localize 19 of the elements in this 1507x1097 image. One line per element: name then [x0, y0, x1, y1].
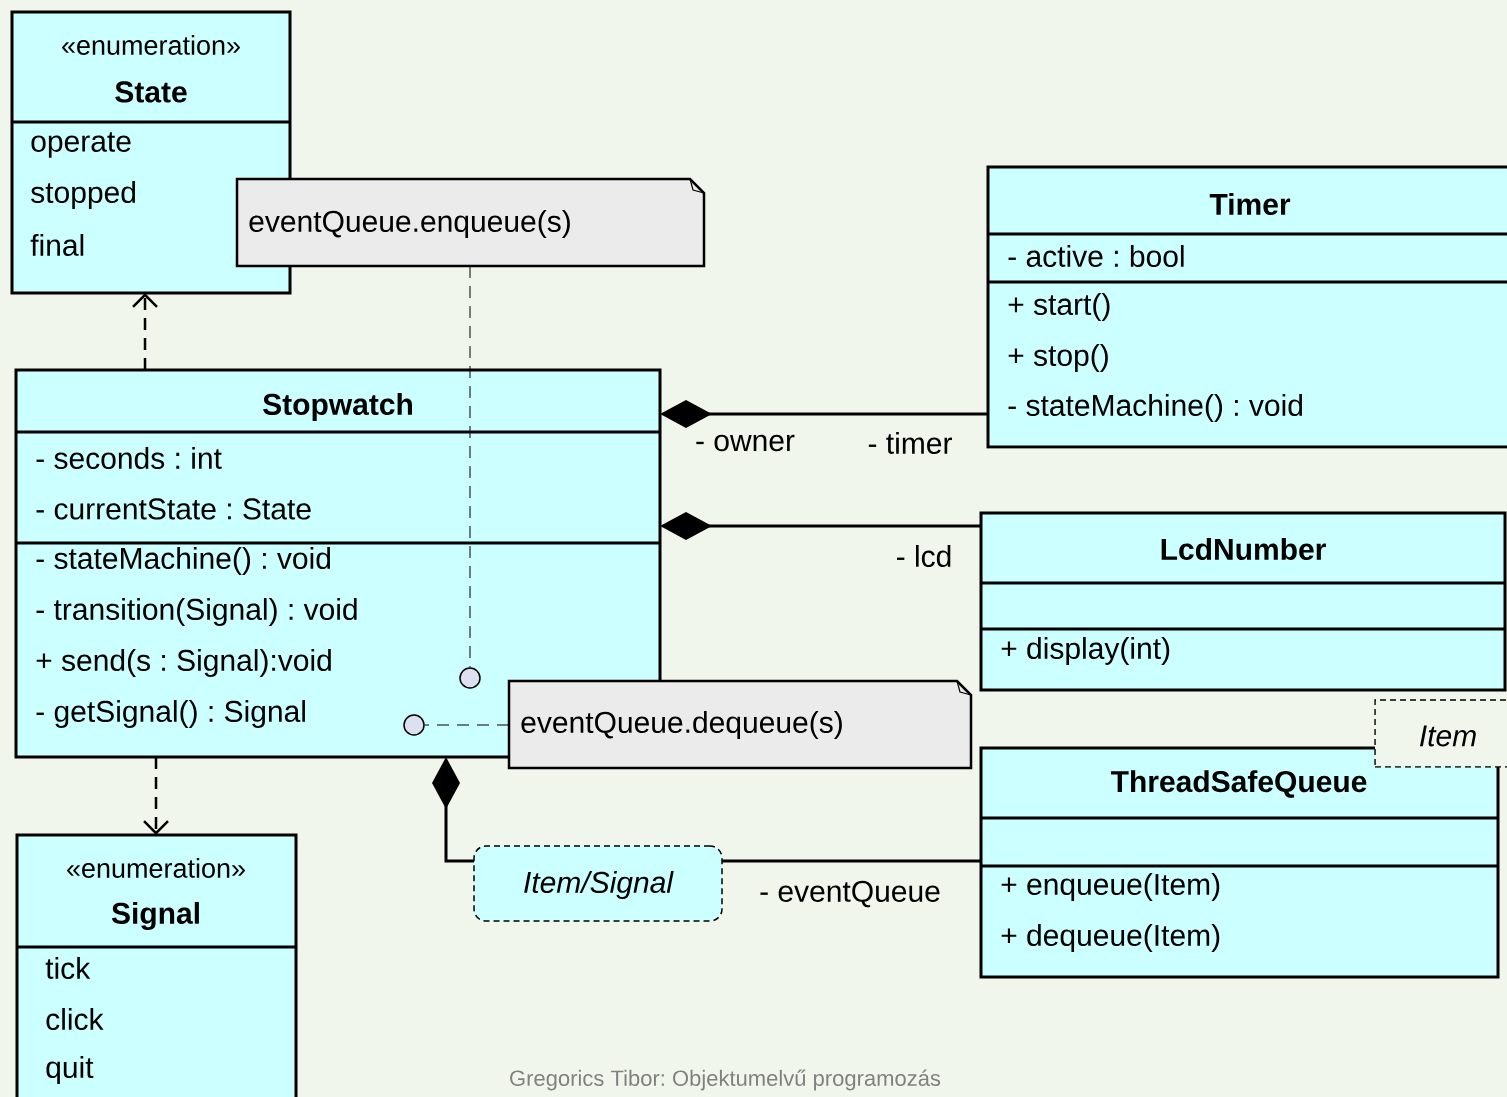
template-parameter-box: Item	[1374, 699, 1507, 768]
note-box: eventQueue.dequeue(s)	[507, 679, 973, 770]
anchor-circle	[459, 667, 481, 689]
class-box: LcdNumber + display(int)	[979, 511, 1507, 692]
association-line	[722, 859, 981, 863]
role-label: - timer	[865, 430, 955, 456]
class-box: ThreadSafeQueue + enqueue(Item) + dequeue(Item)	[979, 746, 1500, 979]
footer-text: Gregorics Tibor: Objektumelvű programozás	[510, 1069, 941, 1091]
anchor-circle	[403, 714, 425, 736]
class-box: «enumeration» Signal tick click quit	[15, 833, 298, 1097]
class-box: Timer - active : bool + start() + stop() - stateMachine() : void	[986, 165, 1507, 449]
role-label: - owner	[696, 434, 795, 452]
dependency-arrow	[143, 757, 169, 835]
binding-box: Item/Signal	[473, 845, 723, 922]
dependency-arrow	[132, 293, 158, 370]
note-link	[469, 265, 471, 668]
role-label: - eventQueue	[757, 878, 943, 910]
note-link	[424, 724, 510, 726]
note-box: eventQueue.enqueue(s)	[235, 177, 706, 268]
